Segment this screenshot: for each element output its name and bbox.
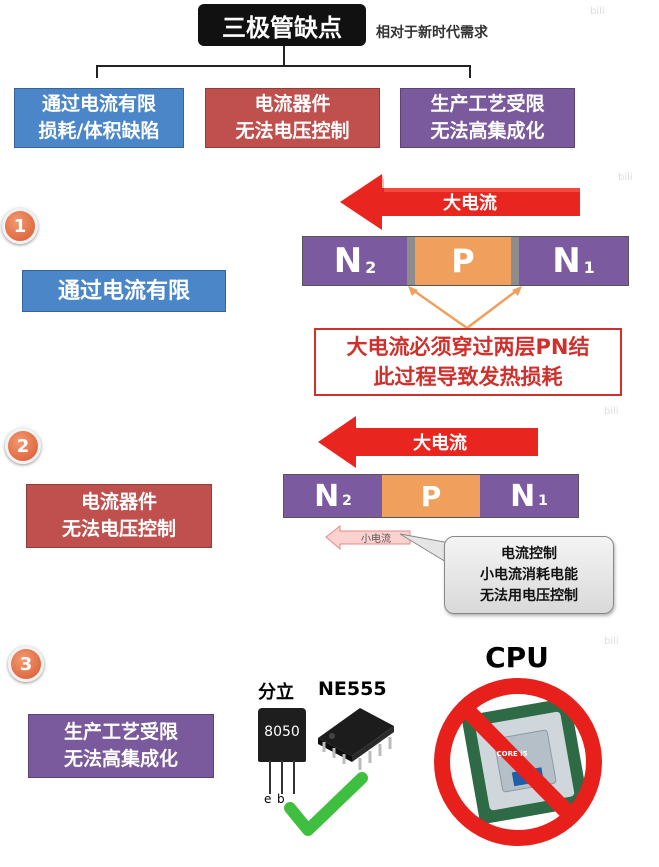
p-region: P <box>382 475 480 517</box>
n2-region: N 2 <box>284 475 382 517</box>
region-subscript: 1 <box>583 257 595 277</box>
n2-region: N 2 <box>303 237 407 285</box>
category-current-limited: 通过电流有限 损耗/体积缺陷 <box>14 88 184 148</box>
region-subscript: 2 <box>342 493 352 509</box>
large-current-arrow <box>340 174 580 230</box>
note-line: 此过程导致发热损耗 <box>373 365 563 389</box>
category-line: 电流器件 <box>254 93 331 115</box>
cpu-chip-text: CORE i5 <box>496 750 528 758</box>
pn-junction <box>511 237 519 285</box>
watermark: bili <box>618 172 633 183</box>
chip-label: NE555 <box>318 678 387 700</box>
pn-junction <box>407 237 415 285</box>
current-control-callout: 电流控制 小电流消耗电能 无法用电压控制 <box>444 536 614 614</box>
label-line: 电流器件 <box>80 491 157 513</box>
callout-line: 电流控制 <box>501 545 557 562</box>
category-line: 生产工艺受限 <box>430 93 545 115</box>
p-region: P <box>415 237 511 285</box>
label-line: 无法电压控制 <box>61 518 176 540</box>
section2-label: 电流器件 无法电压控制 <box>26 484 212 548</box>
label-line: 无法高集成化 <box>63 748 178 770</box>
watermark: bili <box>604 406 619 417</box>
section3-label: 生产工艺受限 无法高集成化 <box>28 714 214 778</box>
section-number-badge: 2 <box>5 428 41 464</box>
n1-region: N 1 <box>519 237 628 285</box>
loss-explanation-note: 大电流必须穿过两层PN结 此过程导致发热损耗 <box>314 328 622 396</box>
section-number-badge: 1 <box>2 208 38 244</box>
transistor-marking: 8050 <box>264 724 300 740</box>
small-current-label: 小电流 <box>361 533 391 545</box>
category-current-device: 电流器件 无法电压控制 <box>205 88 380 148</box>
category-line: 无法电压控制 <box>235 120 350 142</box>
category-line: 无法高集成化 <box>430 120 545 142</box>
region-label: N <box>510 478 536 514</box>
arrow-label: 大电流 <box>443 193 497 214</box>
cpu-prohibited-icon <box>434 678 602 846</box>
transistor-pins <box>269 760 295 794</box>
npn-structure: N 2 P N 1 <box>302 236 629 286</box>
region-subscript: 2 <box>365 257 377 277</box>
discrete-label: 分立 <box>258 682 294 703</box>
category-process-limited: 生产工艺受限 无法高集成化 <box>400 88 575 148</box>
callout-line: 无法用电压控制 <box>480 587 578 604</box>
section-number-badge: 3 <box>8 646 44 682</box>
watermark: bili <box>590 6 605 17</box>
arrow-label: 大电流 <box>413 433 467 454</box>
bracket-connector <box>96 46 471 78</box>
pin-b-label: b <box>277 792 285 806</box>
watermark: bili <box>604 636 619 647</box>
category-line: 通过电流有限 <box>41 93 156 115</box>
ne555-chip-icon <box>318 708 394 770</box>
npn-structure: N 2 P N 1 <box>283 474 579 518</box>
junction-pointers <box>408 286 522 330</box>
cpu-label: CPU <box>485 640 549 674</box>
label-line: 生产工艺受限 <box>63 721 178 743</box>
note-line: 大电流必须穿过两层PN结 <box>346 335 590 359</box>
page-title: 三极管缺点 <box>198 4 366 46</box>
check-icon <box>284 772 368 836</box>
transistor-body <box>258 708 306 762</box>
callout-line: 小电流消耗电能 <box>480 566 578 583</box>
n1-region: N 1 <box>480 475 578 517</box>
region-label: N <box>314 478 340 514</box>
large-current-arrow <box>318 416 538 468</box>
pin-e-label: e <box>264 792 272 806</box>
region-subscript: 1 <box>538 493 548 509</box>
category-line: 损耗/体积缺陷 <box>38 120 160 142</box>
region-label: N <box>333 241 363 281</box>
page-subtitle: 相对于新时代需求 <box>376 25 488 41</box>
region-label: N <box>552 241 581 281</box>
section1-label: 通过电流有限 <box>22 270 226 312</box>
